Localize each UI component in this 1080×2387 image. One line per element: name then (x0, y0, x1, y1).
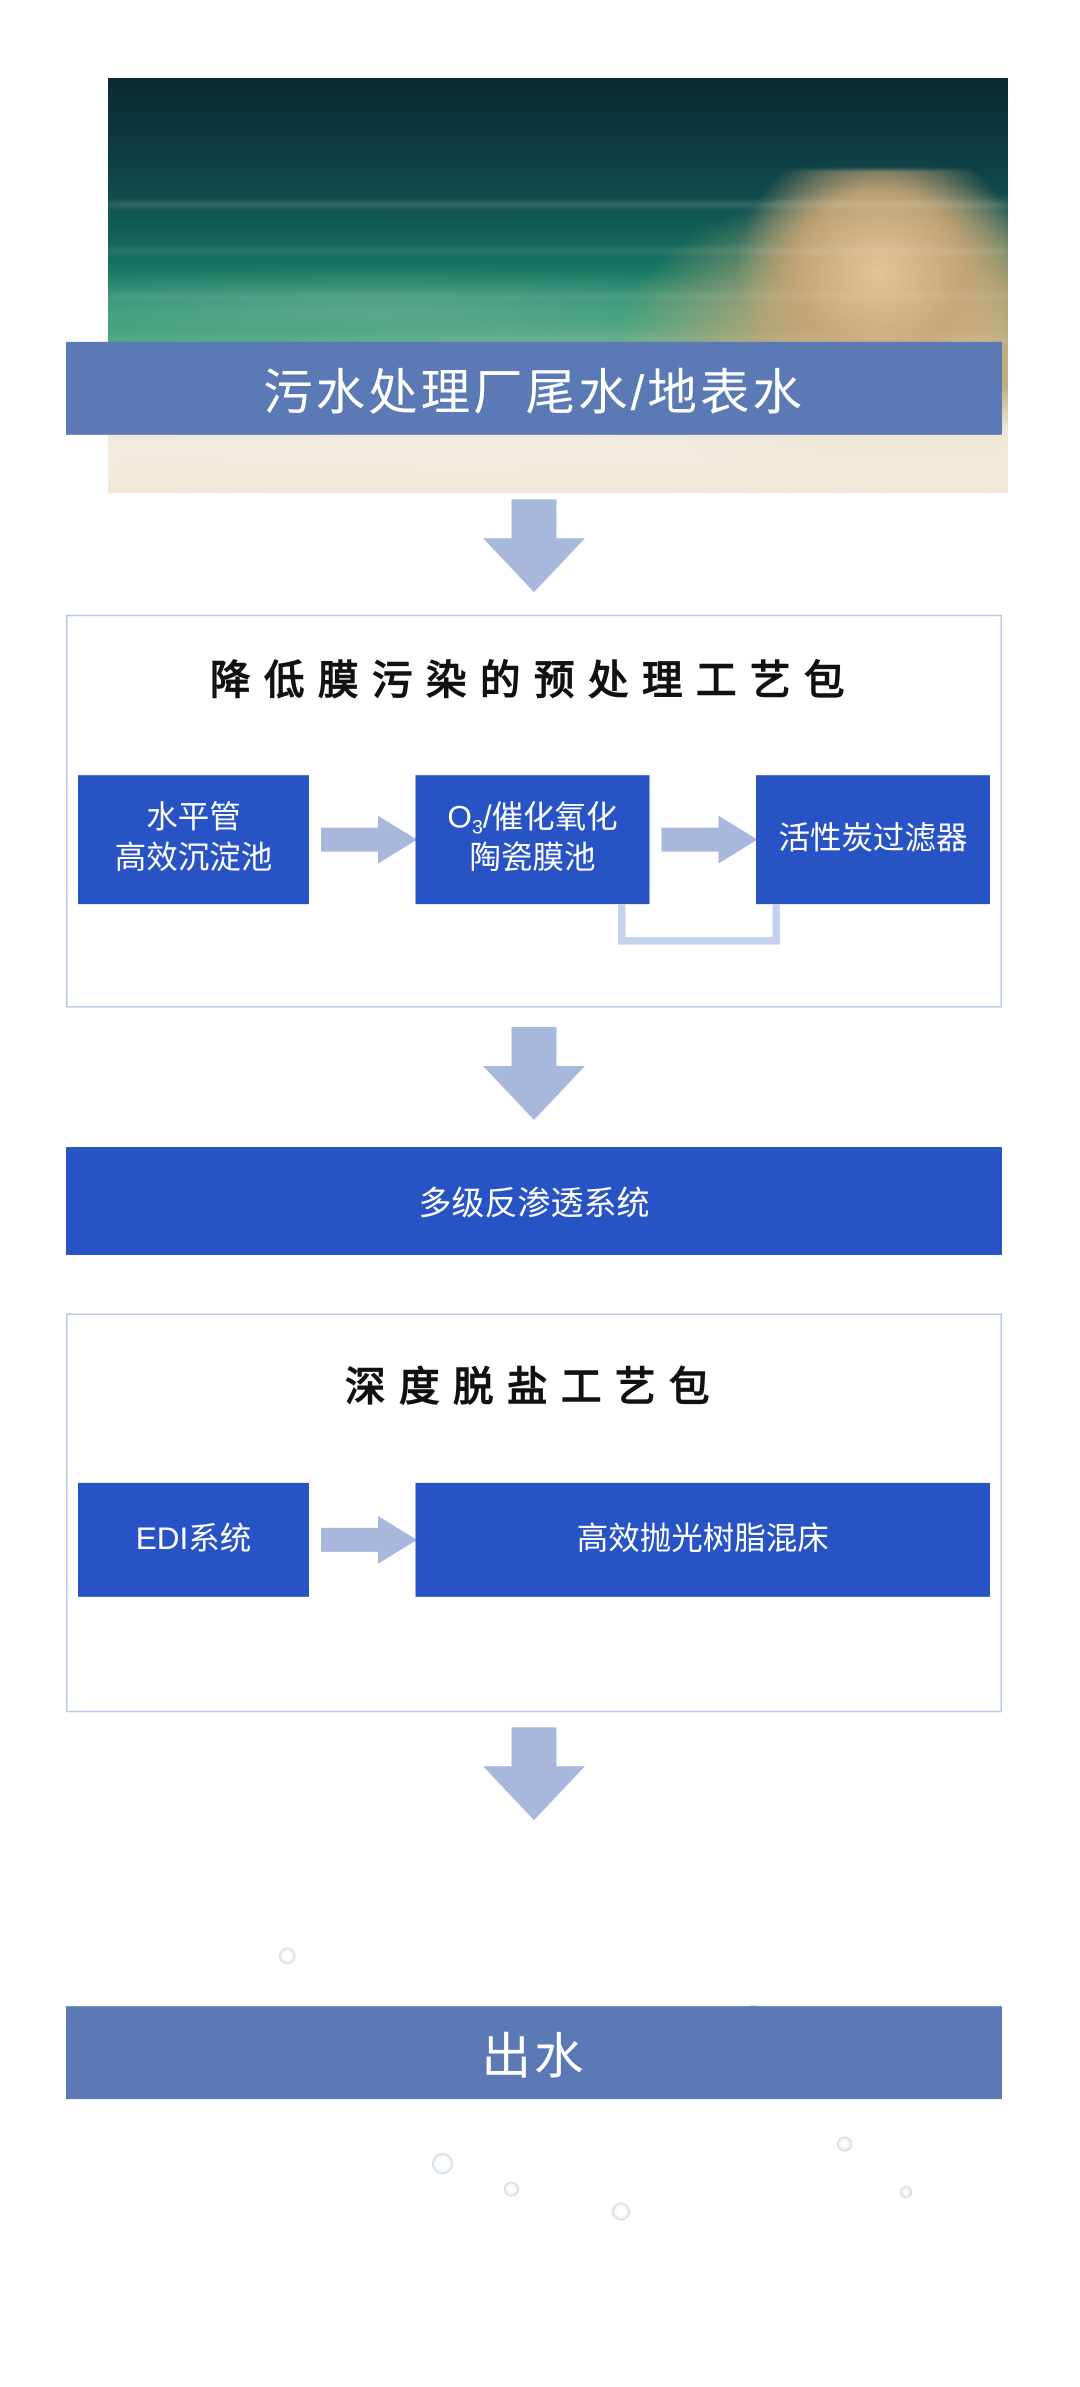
step-line-1: O3/催化氧化 (447, 800, 618, 838)
flow-arrow-pretreatment-to-ro (483, 1027, 585, 1121)
process-box-edi-system[interactable]: EDI系统 (78, 1482, 309, 1597)
inlet-caption-band: 污水处理厂尾水/地表水 (66, 341, 1002, 435)
desalination-package-title: 深度脱盐工艺包 (345, 1364, 723, 1410)
step-line-1: 水平管 (146, 800, 241, 836)
inlet-caption-text: 污水处理厂尾水/地表水 (263, 364, 805, 420)
flow-arrow-inlet-to-pretreatment (483, 499, 585, 593)
step-line-2: 陶瓷膜池 (469, 841, 596, 876)
arrow-edi-to-mixed-bed (321, 1515, 417, 1564)
process-box-polishing-resin-mixed-bed[interactable]: 高效抛光树脂混床 (415, 1482, 990, 1597)
process-box-ozone-catalytic-ceramic-membrane[interactable]: O3/催化氧化 陶瓷膜池 (415, 775, 650, 905)
process-bar-multistage-reverse-osmosis[interactable]: 多级反渗透系统 (66, 1147, 1002, 1255)
recycle-connector (618, 904, 792, 946)
ro-label: 多级反渗透系统 (418, 1184, 650, 1222)
pretreatment-package-title: 降低膜污染的预处理工艺包 (210, 658, 858, 704)
step-label: EDI系统 (135, 1521, 252, 1556)
process-box-activated-carbon-filter[interactable]: 活性炭过滤器 (756, 775, 990, 905)
arrow-step1-to-step2 (321, 815, 417, 864)
arrow-step2-to-step3 (661, 815, 758, 864)
process-box-horizontal-pipe-sedimentation[interactable]: 水平管 高效沉淀池 (78, 775, 309, 905)
flow-arrow-desalination-to-outlet (483, 1727, 585, 1821)
step-line-2: 高效沉淀池 (114, 841, 273, 876)
outlet-caption-band: 出水 (66, 2006, 1002, 2100)
step-line-1: 活性炭过滤器 (778, 820, 968, 856)
outlet-caption-text: 出水 (481, 2028, 587, 2085)
step-label: 高效抛光树脂混床 (576, 1521, 829, 1556)
